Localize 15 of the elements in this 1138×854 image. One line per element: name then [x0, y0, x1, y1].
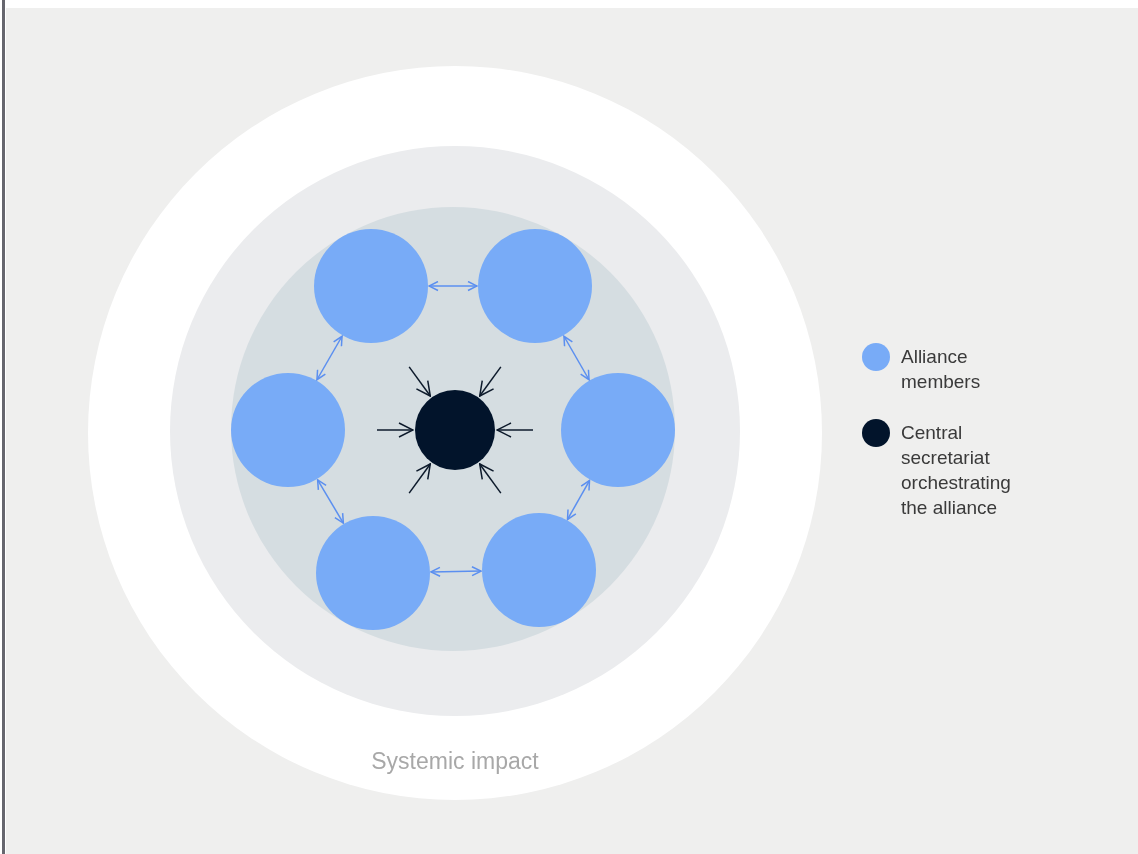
double-arrow — [428, 280, 478, 292]
arrow — [408, 463, 432, 494]
arrow — [478, 366, 502, 397]
arrow — [478, 463, 502, 494]
double-arrow — [316, 335, 343, 381]
arrow — [496, 422, 534, 438]
double-arrow — [430, 565, 482, 578]
circle-label: Systemic impact — [371, 748, 539, 775]
legend-text: Alliance members — [901, 345, 982, 394]
arrow — [376, 422, 414, 438]
double-arrow — [563, 335, 590, 381]
legend-text: Central secretariat orchestrating the alliance — [901, 421, 1012, 520]
arrow — [408, 366, 432, 397]
double-arrow — [316, 479, 345, 524]
double-arrow — [566, 479, 591, 521]
